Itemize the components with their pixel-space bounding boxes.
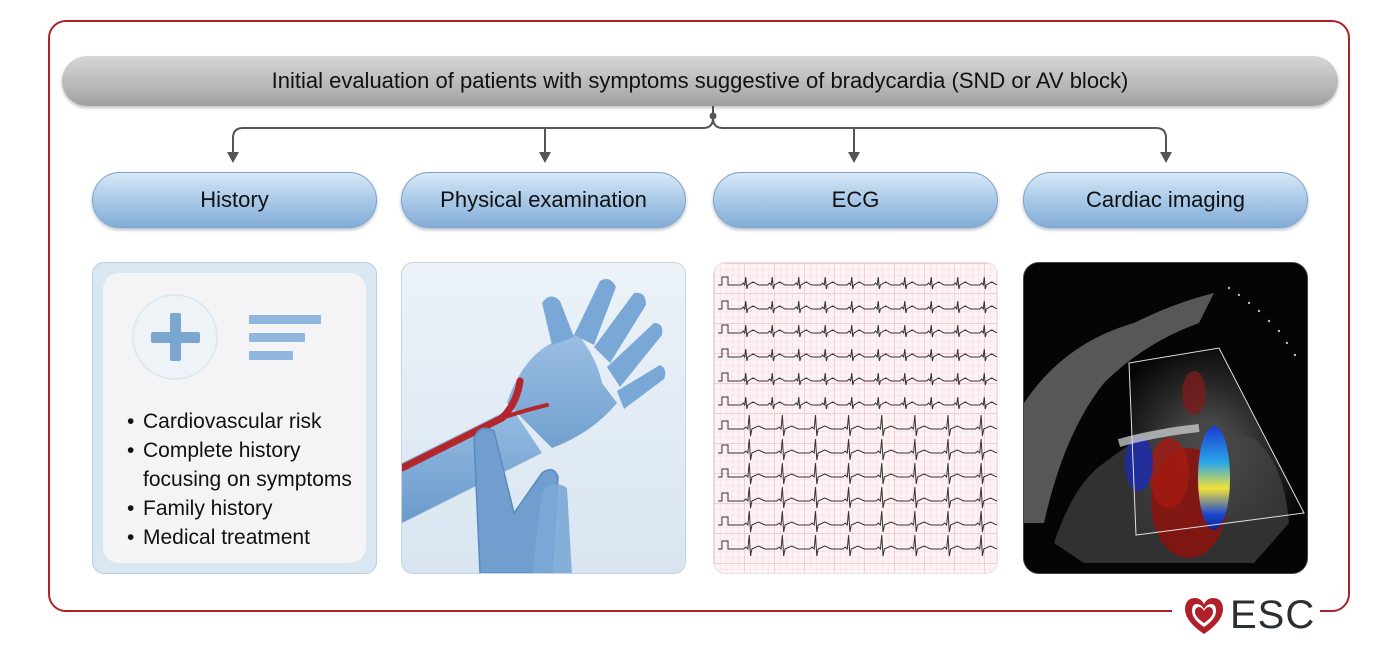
physical-examination-panel <box>401 262 686 574</box>
history-list: Cardiovascular risk Complete history foc… <box>127 407 352 552</box>
ecg-lead-trace <box>718 510 997 533</box>
history-icons <box>132 294 321 380</box>
list-item: Medical treatment <box>127 523 352 552</box>
ecg-lead-trace <box>718 276 997 290</box>
ecg-lead-trace <box>718 324 997 338</box>
cardiac-imaging-panel <box>1023 262 1308 574</box>
ecg-lead-trace <box>718 348 997 362</box>
esc-logo: ESC <box>1172 592 1320 638</box>
ecg-panel <box>713 262 998 574</box>
ecg-trace-image <box>714 263 997 573</box>
step-physical-examination: Physical examination <box>401 172 686 228</box>
hand-pulse-illustration <box>402 279 666 573</box>
ecg-lead-trace <box>718 414 997 437</box>
diagram-frame <box>48 20 1350 612</box>
ecg-lead-trace <box>718 486 997 509</box>
esc-logo-text: ESC <box>1230 593 1316 637</box>
list-item: Complete history <box>127 436 352 465</box>
lines-icon <box>249 315 321 360</box>
history-panel: Cardiovascular risk Complete history foc… <box>92 262 377 574</box>
step-cardiac-imaging: Cardiac imaging <box>1023 172 1308 228</box>
list-item: Family history <box>127 494 352 523</box>
list-item-continuation: focusing on symptoms <box>143 468 352 491</box>
ecg-lead-trace <box>718 300 997 314</box>
history-card: Cardiovascular risk Complete history foc… <box>103 273 366 563</box>
echocardiogram-image <box>1024 263 1307 573</box>
list-item: Cardiovascular risk <box>127 407 352 436</box>
step-ecg: ECG <box>713 172 998 228</box>
ecg-lead-trace <box>718 534 997 557</box>
diagram-title: Initial evaluation of patients with symp… <box>62 56 1338 106</box>
ecg-lead-trace <box>718 372 997 386</box>
esc-heart-logo <box>1185 598 1223 634</box>
ecg-lead-trace <box>718 462 997 485</box>
step-history: History <box>92 172 377 228</box>
plus-icon <box>132 294 218 380</box>
ecg-lead-trace <box>718 396 997 410</box>
ecg-lead-trace <box>718 438 997 461</box>
